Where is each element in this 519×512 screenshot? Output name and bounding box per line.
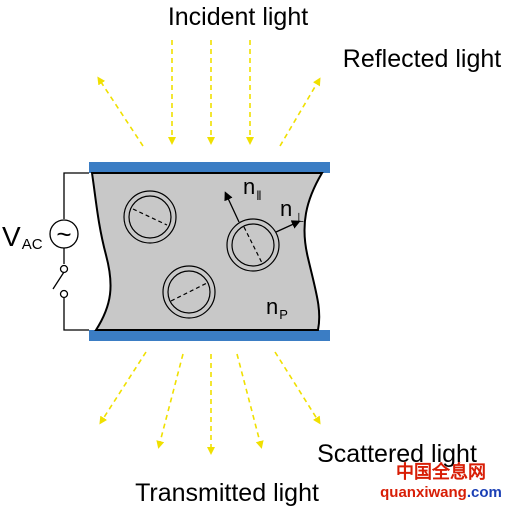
lc-droplet (226, 218, 280, 272)
circuit-wire-bottom (63, 298, 89, 331)
scattered-arrows (99, 351, 321, 425)
bottom-electrode (89, 330, 330, 341)
circuit-wire-top (63, 172, 89, 219)
reflected-light-label: Reflected light (343, 45, 501, 73)
incident-arrows (168, 40, 254, 145)
transmitted-arrows (156, 353, 264, 455)
transmitted-arrow (236, 353, 264, 449)
n-p-label: nP (266, 294, 288, 322)
top-electrode (89, 162, 330, 173)
n-parallel-label: nǁ (243, 174, 262, 203)
switch-lever (52, 271, 65, 290)
switch-terminal (59, 264, 69, 274)
lc-droplet (123, 190, 177, 244)
n-perp-arrow (275, 220, 301, 233)
watermark-cn: 中国全息网 (396, 461, 486, 482)
ac-tilde-icon: ~ (56, 219, 71, 249)
scattered-arrow (274, 351, 321, 425)
voltage-label: VAC (2, 221, 43, 253)
scattered-light-label: Scattered light (317, 440, 477, 468)
watermark-url: quanxiwang.com (380, 484, 502, 501)
lc-droplet (162, 265, 216, 319)
switch-terminal (59, 289, 69, 299)
scattered-arrow (99, 351, 147, 425)
transmitted-light-label: Transmitted light (135, 479, 319, 507)
n-parallel-arrow (224, 191, 240, 223)
n-perp-label: n⊥ (280, 196, 305, 225)
reflected-arrow (279, 77, 321, 147)
reflected-arrow (97, 76, 144, 147)
incident-light-label: Incident light (168, 3, 308, 31)
transmitted-arrow (156, 353, 184, 449)
ac-circuit (49, 172, 89, 331)
reflected-arrows (97, 76, 321, 147)
watermark: 中国全息网 quanxiwang.com (380, 461, 502, 501)
